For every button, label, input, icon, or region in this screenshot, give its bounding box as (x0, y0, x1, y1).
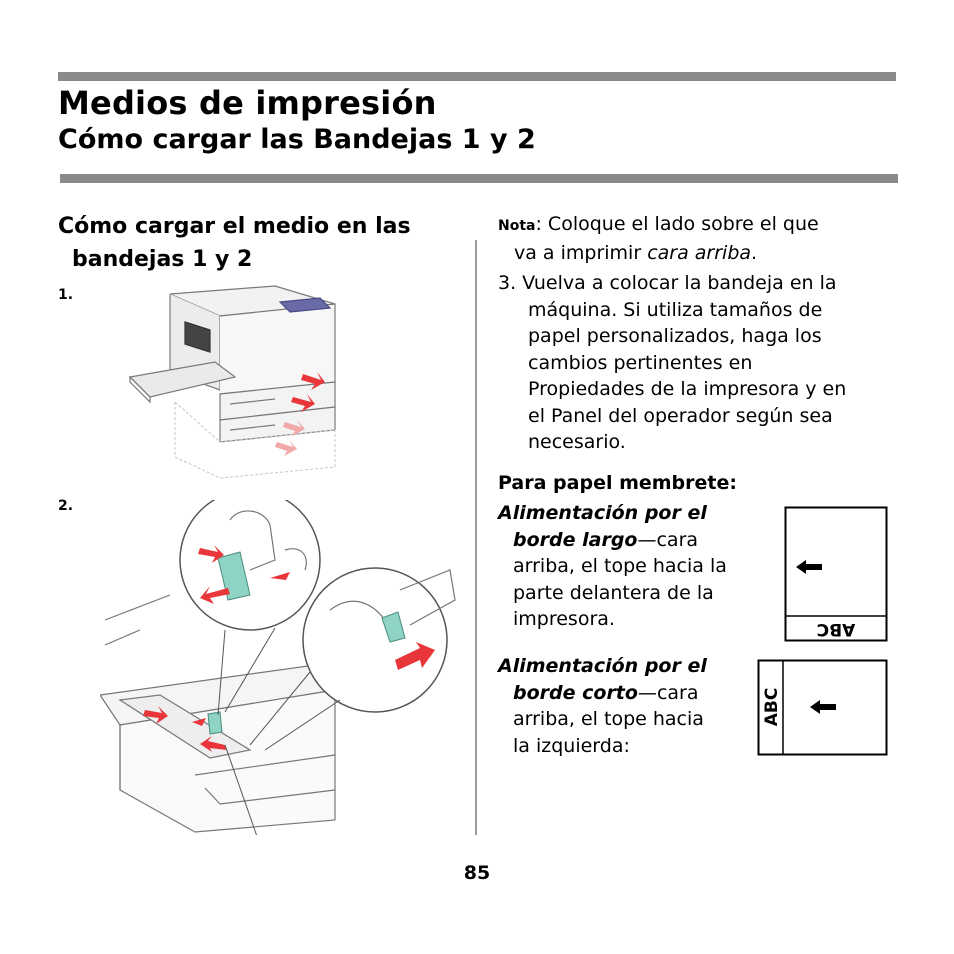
step-3-block: 3. Vuelva a colocar la bandeja en la máq… (498, 270, 898, 456)
long-edge-line3: arriba, el tope hacia la (513, 555, 727, 577)
letterhead-heading: Para papel membrete: (498, 472, 737, 494)
note-period: . (751, 241, 758, 264)
step-3-line: Propiedades de la impresora y en (528, 378, 847, 400)
page-title: Medios de impresión (58, 84, 437, 122)
abc-label: ABC (762, 688, 782, 727)
page-number: 85 (463, 862, 491, 884)
short-edge-line2: —cara (637, 681, 699, 704)
note-text-line2: va a imprimir (514, 241, 648, 264)
step-3-line: cambios pertinentes en (528, 351, 753, 374)
short-edge-line1: Alimentación por el (498, 655, 707, 677)
long-edge-line5: impresora. (513, 608, 615, 630)
short-edge-feed-text: Alimentación por el borde corto—cara arr… (498, 653, 768, 759)
step-3-line: máquina. Si utiliza tamaños de (528, 298, 823, 321)
section-heading: Cómo cargar el medio en las bandejas 1 y… (58, 210, 468, 276)
long-edge-line4: parte delantera de la (513, 581, 714, 604)
long-edge-term: borde largo (513, 528, 638, 551)
section-heading-line1: Cómo cargar el medio en las (58, 214, 411, 239)
short-edge-line4: la izquierda: (513, 734, 630, 757)
page-subtitle: Cómo cargar las Bandejas 1 y 2 (58, 124, 536, 155)
long-edge-line1: Alimentación por el (498, 502, 707, 524)
short-edge-line3: arriba, el tope hacia (513, 708, 704, 730)
arrow-left-icon (810, 700, 836, 714)
step-3-line: el Panel del operador según sea (528, 404, 833, 427)
step-1-label: 1. (58, 287, 74, 303)
long-edge-line2: —cara (637, 528, 699, 551)
printer-illustration (128, 285, 336, 479)
note-label: Nota (498, 218, 536, 234)
section-heading-line2: bandejas 1 y 2 (72, 247, 253, 272)
short-edge-term: borde corto (513, 681, 638, 704)
step-2-label: 2. (58, 498, 74, 514)
note-block: Nota: Coloque el lado sobre el que va a … (498, 211, 898, 266)
column-divider (475, 240, 477, 835)
header-rule (60, 174, 898, 183)
note-emphasis: cara arriba (647, 241, 752, 264)
abc-label: ABC (817, 619, 856, 639)
step-3-line: necesario. (528, 431, 626, 453)
step-3-line: papel personalizados, haga los (528, 325, 822, 347)
step-3-line: 3. Vuelva a colocar la bandeja en la (498, 272, 837, 294)
arrow-left-icon (796, 560, 822, 574)
long-edge-paper-diagram: ABC (784, 506, 888, 642)
top-rule (58, 72, 896, 81)
long-edge-feed-text: Alimentación por el borde largo—cara arr… (498, 500, 768, 633)
short-edge-paper-diagram: ABC (757, 659, 888, 756)
note-text-line1: : Coloque el lado sobre el que (535, 213, 819, 235)
tray-guides-illustration (100, 500, 456, 835)
